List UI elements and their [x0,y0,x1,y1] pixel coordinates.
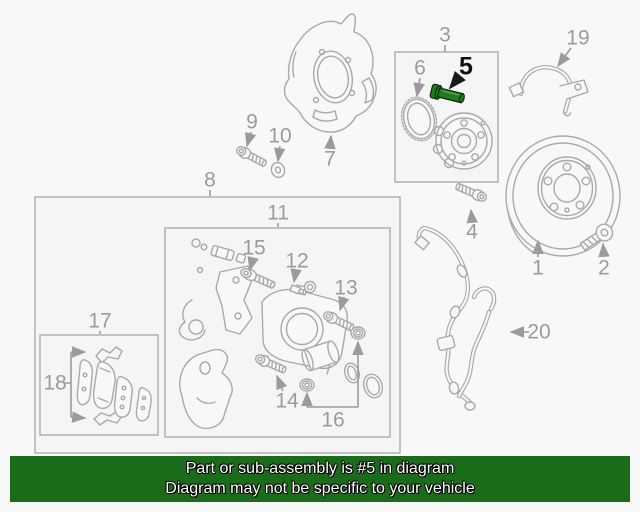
tone-wheel-drawing [400,96,438,142]
piston-drawing [301,340,340,372]
callout-8[interactable]: 8 [204,168,216,192]
callout-15[interactable]: 15 [242,236,266,260]
callout-10[interactable]: 10 [268,124,292,148]
spring-clip-drawing [178,299,206,341]
banner-line-2: Diagram may not be specific to your vehi… [165,480,475,497]
bolt-4-drawing [453,180,489,205]
disc-screw-drawing [579,223,614,251]
pad-clip-top-drawing [95,346,123,364]
backing-plate-drawing [283,13,377,133]
bolt-9-drawing [234,143,269,170]
wheel-stud-5-drawing[interactable] [429,83,466,106]
callout-14[interactable]: 14 [275,389,299,413]
callout-18[interactable]: 18 [43,371,67,395]
callout-9[interactable]: 9 [246,110,258,134]
abs-harness-drawing [414,225,497,411]
callout-16[interactable]: 16 [321,408,345,432]
brake-pads-drawing [76,346,152,426]
callout-11[interactable]: 11 [267,201,289,225]
callout-4[interactable]: 4 [466,220,478,244]
callout-17[interactable]: 17 [88,309,112,333]
banner-line-1: Part or sub-assembly is #5 in diagram [185,460,455,477]
callout-7[interactable]: 7 [324,147,336,171]
callout-13[interactable]: 13 [334,276,358,300]
diagram-artwork [34,13,621,454]
abs-sensor-drawing [508,65,589,117]
callout-19[interactable]: 19 [566,26,590,50]
brake-disc-drawing [505,135,621,257]
callout-leaders [64,45,610,423]
carrier-bracket-drawing [179,348,233,430]
washer-10-drawing [270,161,286,179]
callout-6[interactable]: 6 [414,56,426,80]
bleeder-screw-drawing [289,284,305,295]
callout-12[interactable]: 12 [285,249,309,273]
callout-3[interactable]: 3 [439,23,451,47]
callout-20[interactable]: 20 [527,320,551,344]
diagram-notice-banner: Part or sub-assembly is #5 in diagram Di… [10,456,630,502]
callout-1[interactable]: 1 [532,256,544,280]
callout-2[interactable]: 2 [598,256,610,280]
caliper-assembly-drawing [178,238,384,430]
callout-5-highlighted[interactable]: 5 [459,52,473,81]
hub-bearing-drawing [432,112,493,170]
